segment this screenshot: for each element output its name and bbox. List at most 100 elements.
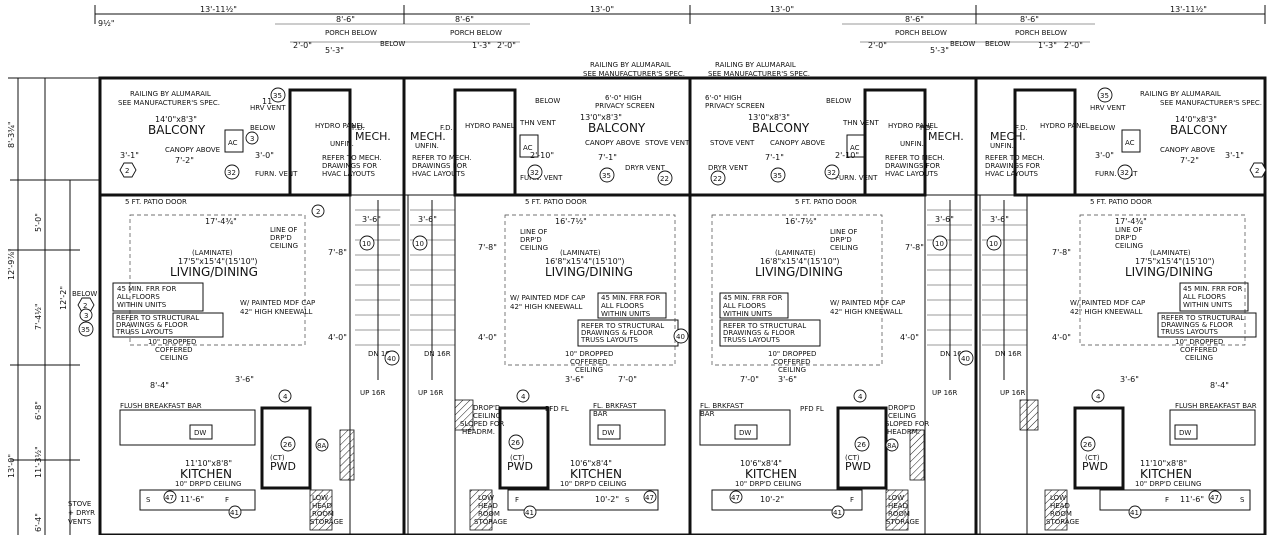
line-of-1: LINE OF	[270, 226, 297, 234]
tag-circle-40b: 40	[673, 328, 689, 344]
kitchen-4: KITCHEN	[1140, 467, 1192, 481]
tag-circle-32d: 32	[1117, 164, 1133, 180]
canopy-right: CANOPY ABOVE	[1160, 146, 1215, 154]
svg-text:26: 26	[857, 441, 866, 449]
ct-1: (CT)	[270, 454, 285, 462]
patio-door-2: 5 FT. PATIO DOOR	[525, 198, 587, 206]
drpd-sl-2a: DROP'D	[888, 404, 915, 412]
thn-vent-2: THN VENT	[842, 119, 879, 127]
dim-8-4-2: 8'-4"	[1210, 381, 1229, 390]
dim-7-2-right: 7'-2"	[1180, 156, 1199, 165]
living-dining-labels: 5 FT. PATIO DOOR 5 FT. PATIO DOOR 5 FT. …	[112, 198, 1257, 374]
dim-porch-midleft: 8'-6"	[455, 15, 474, 24]
tag-circle-26d: 26	[1080, 436, 1096, 452]
dropped-2b: COFFERED	[570, 358, 608, 366]
low-3c: ROOM	[888, 510, 910, 518]
frr-1a: 45 MIN. FRR FOR	[117, 285, 176, 293]
low-2b: HEAD	[478, 502, 498, 510]
drpd-4: DRP'D	[1115, 234, 1137, 242]
furn-vent-right: FURN. VENT	[1095, 170, 1138, 178]
flush-bar-1: FLUSH BREAKFAST BAR	[120, 402, 202, 410]
up-16r-1: UP 16R	[360, 389, 385, 397]
laminate-3: (LAMINATE)	[775, 249, 816, 257]
f-2: F	[515, 496, 519, 504]
tag-circle-4d: 4	[1091, 389, 1105, 403]
drpd-sl-2c: SLOPED FOR	[885, 420, 929, 428]
tag-circle-8a-a: 8A	[315, 438, 329, 452]
dw-3: DW	[739, 429, 751, 437]
unfin-1: UNFIN.	[330, 140, 354, 148]
frr-3c: WITHIN UNITS	[723, 310, 773, 318]
left-dimensions: 8'-3¾" 5'-0" 12'-2" 12'-9⅞" 7'-4½" 6'-8"…	[7, 77, 100, 535]
tag-circle-4b: 4	[516, 389, 530, 403]
kneewall-1: 42" HIGH KNEEWALL	[240, 308, 312, 316]
stove-vent-1: STOVE VENT	[645, 139, 690, 147]
living-dining-1: LIVING/DINING	[170, 265, 258, 279]
fd-3: F.D.	[920, 124, 933, 132]
dim-left-1: 8'-3¾"	[7, 121, 16, 148]
unfin-2: UNFIN.	[415, 142, 439, 150]
tag-circle-22b: 22	[710, 170, 726, 186]
mech-3: MECH.	[928, 130, 964, 143]
frr-4b: ALL FLOORS	[1183, 293, 1226, 301]
frr-3a: 45 MIN. FRR FOR	[723, 294, 782, 302]
tag-circle-40a: 40	[384, 350, 400, 366]
balcony-size-mid-right: 13'0"x8'3"	[748, 113, 790, 122]
ceiling-2: CEILING	[520, 244, 548, 252]
mdf-cap-1: W/ PAINTED MDF CAP	[240, 299, 315, 307]
dropped-4c: CEILING	[1185, 354, 1213, 362]
laminate-2: (LAMINATE)	[560, 249, 601, 257]
struct-3c: TRUSS LAYOUTS	[722, 336, 780, 344]
dim-17-4-1: 17'-4¾"	[205, 217, 237, 226]
mech-labels: HYDRO PANEL F.D. MECH. UNFIN. REFER TO M…	[224, 122, 1141, 178]
living-dining-2: LIVING/DINING	[545, 265, 633, 279]
tag-circle-47d: 47	[1208, 490, 1222, 504]
canopy-left: CANOPY ABOVE	[165, 146, 220, 154]
frr-1c: WITHIN UNITS	[117, 301, 167, 309]
svg-text:32: 32	[530, 169, 539, 177]
tag-circle-47b: 47	[643, 490, 657, 504]
tag-circle-26a: 26	[280, 436, 296, 452]
kitchen-3: KITCHEN	[745, 467, 797, 481]
drpd-2: DRP'D	[520, 236, 542, 244]
hrv-vent-right: HRV VENT	[1090, 104, 1126, 112]
dim-3-6-2: 3'-6"	[418, 215, 437, 224]
below-top-3: BELOW	[985, 40, 1010, 48]
dim-11-6-2: 11'-6"	[1180, 495, 1204, 504]
dim-7-1-2: 7'-1"	[765, 153, 784, 162]
ac-2: AC	[523, 144, 533, 152]
struct-1b: DRAWINGS & FLOOR	[116, 321, 188, 329]
svg-text:8A: 8A	[887, 442, 896, 450]
kit-size-4: 11'10"x8'8"	[1140, 459, 1187, 468]
privacy-screen-1: PRIVACY SCREEN	[595, 102, 655, 110]
dryr-vent-2: DRYR VENT	[708, 164, 749, 172]
svg-text:40: 40	[387, 355, 396, 363]
svg-text:40: 40	[961, 355, 970, 363]
dim-3-1-left: 3'-1"	[120, 151, 139, 160]
f-1: F	[225, 496, 229, 504]
stair-treads	[355, 200, 1028, 380]
balcony-labels: RAILING BY ALUMARAIL SEE MANUFACTURER'S …	[118, 61, 1262, 182]
refer-mech-4c: HVAC LAYOUTS	[985, 170, 1038, 178]
mdf-cap-2: W/ PAINTED MDF CAP	[510, 294, 585, 302]
dim-7-8-4: 7'-8"	[1052, 248, 1071, 257]
drpd-sl-2b: CEILING	[888, 412, 916, 420]
dim-7-8-3: 7'-8"	[905, 243, 924, 252]
dropped-3b: COFFERED	[773, 358, 811, 366]
drpd-sl-1d: HEADRM.	[462, 428, 495, 436]
svg-text:41: 41	[1130, 509, 1139, 517]
svg-text:35: 35	[1100, 92, 1109, 100]
below-mid-1: BELOW	[535, 97, 560, 105]
tag-hex-2a: 2	[119, 162, 137, 178]
svg-text:4: 4	[858, 393, 863, 401]
structure-walls	[98, 76, 1267, 535]
railing-mid-right: RAILING BY ALUMARAIL	[715, 61, 796, 69]
dn-16r-3: DN 16R	[940, 350, 967, 358]
kit-ceiling-2: 10" DRP'D CEILING	[560, 480, 626, 488]
dim-4-0-3: 4'-0"	[900, 333, 919, 342]
dim-sub-g: 1'-3"	[1038, 41, 1057, 50]
drpd-sl-2d: HEADRM.	[887, 428, 920, 436]
ld-size-4: 17'5"x15'4"(15'10")	[1135, 257, 1215, 266]
tag-circle-10d: 10	[986, 235, 1002, 251]
mdf-cap-3: W/ PAINTED MDF CAP	[830, 299, 905, 307]
